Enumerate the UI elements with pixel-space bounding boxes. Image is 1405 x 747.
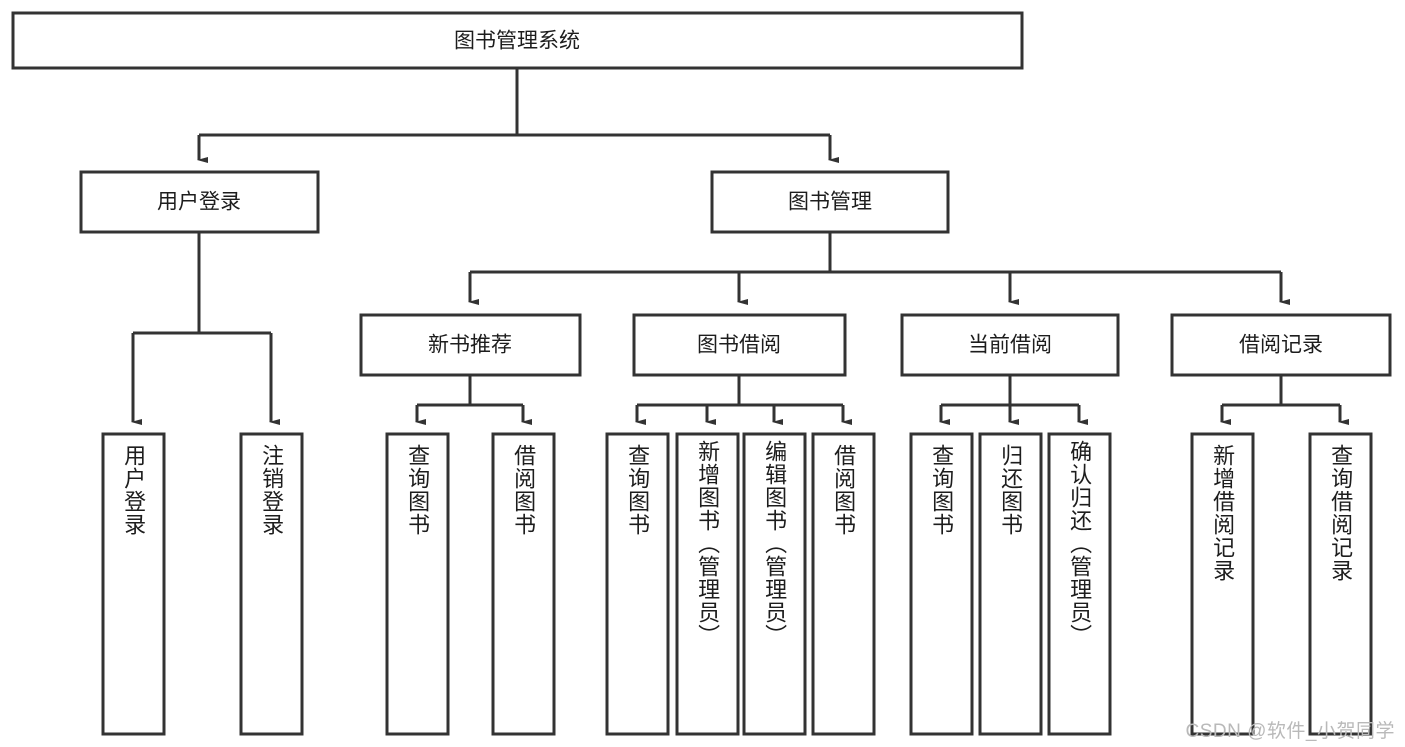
leaf-borrow-book-1-box: [491, 432, 556, 736]
leaf-query-book-2-box: [605, 432, 670, 736]
leaf-confirm-return-box: [1047, 432, 1112, 736]
node-new-book-recommend[interactable]: 新书推荐: [359, 313, 582, 377]
connector-newbook-to-leaves: [415, 375, 532, 425]
csdn-watermark: CSDN @软件_小贺同学: [1185, 721, 1395, 742]
leaf-node-query-book-3[interactable]: 查询图书: [909, 432, 974, 736]
leaf-user-login-box: [101, 432, 166, 736]
leaf-query-book-3-label: 查询图书: [929, 444, 955, 536]
connector-userlogin-to-leaves: [131, 232, 280, 425]
node-book-management-label: 图书管理: [788, 191, 872, 214]
node-book-borrow-label: 图书借阅: [697, 334, 781, 357]
node-borrow-record-label: 借阅记录: [1239, 334, 1323, 357]
leaf-query-book-3-box: [909, 432, 974, 736]
leaf-borrow-book-2-label: 借阅图书: [831, 444, 857, 536]
leaf-node-user-login[interactable]: 用户登录: [101, 432, 166, 736]
leaf-node-add-record[interactable]: 新增借阅记录: [1190, 432, 1255, 736]
leaf-node-borrow-book-1[interactable]: 借阅图书: [491, 432, 556, 736]
leaf-node-edit-book[interactable]: 编辑图书（管理员）: [742, 432, 807, 736]
leaf-query-book-1-label: 查询图书: [405, 444, 431, 536]
leaf-node-query-record[interactable]: 查询借阅记录: [1308, 432, 1373, 736]
leaf-user-login-label: 用户登录: [121, 444, 147, 536]
leaf-node-query-book-2[interactable]: 查询图书: [605, 432, 670, 736]
node-borrow-record-box: [1170, 313, 1392, 377]
connector-borrowrecord-to-leaves: [1220, 375, 1349, 425]
leaf-borrow-book-2-box: [811, 432, 876, 736]
node-root-label: 图书管理系统: [454, 30, 580, 53]
node-current-borrow-label: 当前借阅: [968, 334, 1052, 357]
leaf-return-book-box: [978, 432, 1043, 736]
node-book-management-box: [710, 170, 950, 234]
node-book-borrow[interactable]: 图书借阅: [632, 313, 847, 377]
leaf-query-book-2-label: 查询图书: [625, 444, 651, 536]
connector-root-to-level2: [197, 68, 839, 163]
connector-bookborrow-to-leaves: [635, 375, 852, 425]
node-user-login-label: 用户登录: [157, 191, 241, 214]
node-user-login[interactable]: 用户登录: [79, 170, 320, 234]
leaf-borrow-book-1-label: 借阅图书: [511, 444, 537, 536]
node-root-box: [11, 11, 1024, 70]
leaf-logout-label: 注销登录: [259, 444, 285, 536]
node-new-book-recommend-box: [359, 313, 582, 377]
leaf-query-record-label: 查询借阅记录: [1328, 444, 1354, 582]
leaf-add-book-label: 新增图书（管理员）: [695, 440, 721, 647]
connector-currentborrow-to-leaves: [939, 375, 1088, 425]
node-current-borrow[interactable]: 当前借阅: [900, 313, 1120, 377]
leaf-node-return-book[interactable]: 归还图书: [978, 432, 1043, 736]
node-user-login-box: [79, 170, 320, 234]
leaf-return-book-label: 归还图书: [998, 444, 1024, 536]
leaf-node-borrow-book-2[interactable]: 借阅图书: [811, 432, 876, 736]
leaf-node-add-book[interactable]: 新增图书（管理员）: [675, 432, 740, 736]
leaf-node-query-book-1[interactable]: 查询图书: [385, 432, 450, 736]
leaf-edit-book-box: [742, 432, 807, 736]
node-book-borrow-box: [632, 313, 847, 377]
node-current-borrow-box: [900, 313, 1120, 377]
leaf-query-book-1-box: [385, 432, 450, 736]
leaf-add-record-box: [1190, 432, 1255, 736]
node-borrow-record[interactable]: 借阅记录: [1170, 313, 1392, 377]
leaf-query-record-box: [1308, 432, 1373, 736]
leaf-node-confirm-return[interactable]: 确认归还（管理员）: [1047, 432, 1112, 736]
leaf-confirm-return-label: 确认归还（管理员）: [1067, 440, 1093, 647]
leaf-add-record-label: 新增借阅记录: [1210, 444, 1236, 582]
leaf-edit-book-label: 编辑图书（管理员）: [762, 440, 788, 647]
node-root-book-management-system[interactable]: 图书管理系统: [11, 11, 1024, 70]
node-new-book-recommend-label: 新书推荐: [428, 334, 512, 357]
node-book-management[interactable]: 图书管理: [710, 170, 950, 234]
connector-bookmgmt-to-level3: [468, 232, 1290, 305]
leaf-add-book-box: [675, 432, 740, 736]
leaf-logout-box: [239, 432, 304, 736]
leaf-node-logout[interactable]: 注销登录: [239, 432, 304, 736]
